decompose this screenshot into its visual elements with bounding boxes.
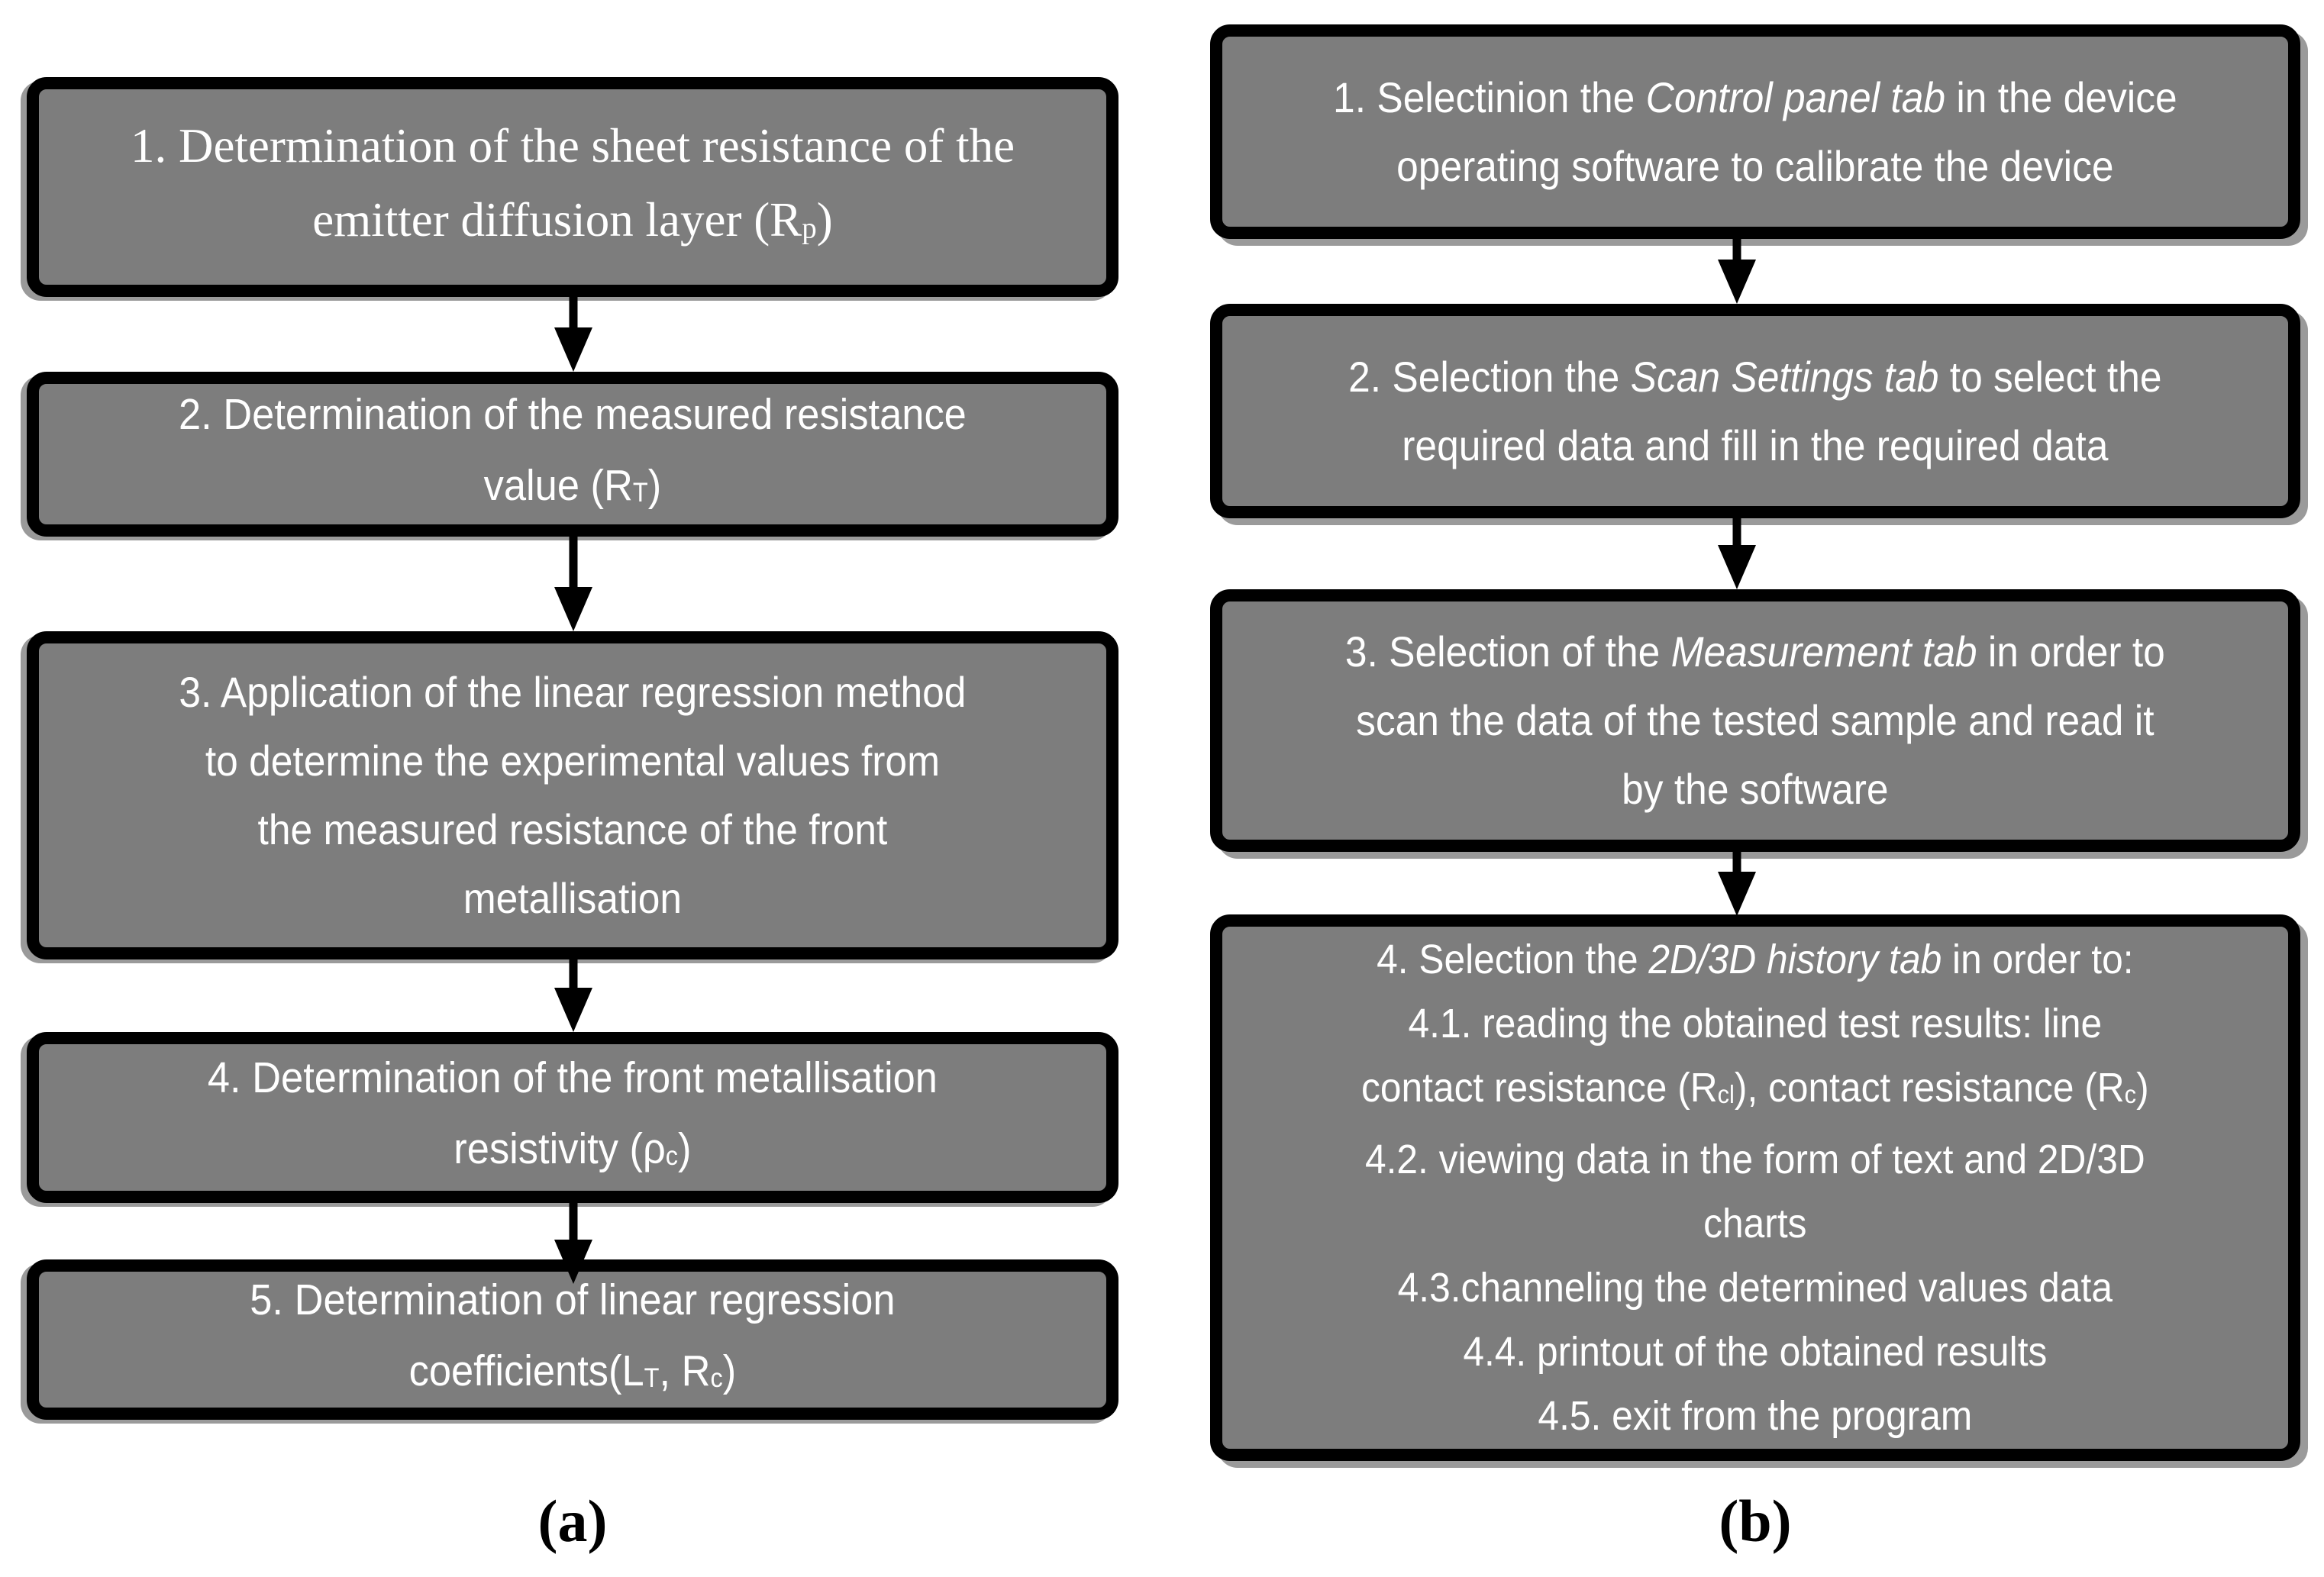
down-arrow-icon xyxy=(554,959,592,1032)
step-text: 5. Determination of linear regression coe… xyxy=(42,1265,1102,1414)
text-line: 1. Selectinion the Control panel tab in … xyxy=(1333,73,2177,121)
panel-b-step-4-box: 4. Selection the 2D/3D history tab in or… xyxy=(1210,914,2300,1461)
arrow-stem xyxy=(1732,518,1741,547)
panel-b-step-3-box: 3. Selection of the Measurement tab in o… xyxy=(1210,589,2300,852)
arrow-stem xyxy=(1732,852,1741,873)
text-line: 4.5. exit from the program xyxy=(1538,1393,1973,1439)
panel-a-step-1-box: 1. Determination of the sheet resistance… xyxy=(27,77,1118,297)
arrow-head xyxy=(1718,545,1756,589)
text-line: 4. Selection the 2D/3D history tab in or… xyxy=(1377,937,2134,982)
text-line: coefficients(LT, Rc) xyxy=(408,1346,737,1396)
down-arrow-icon xyxy=(1718,518,1756,589)
arrow-stem xyxy=(569,537,578,589)
panel-a-step-4-box: 4. Determination of the front metallisat… xyxy=(27,1032,1118,1203)
text-line: 4.4. printout of the obtained results xyxy=(1463,1329,2048,1375)
text-line: contact resistance (Rcl), contact resist… xyxy=(1361,1065,2149,1111)
text-line: by the software xyxy=(1622,765,1889,813)
panel-b-step-1-box: 1. Selectinion the Control panel tab in … xyxy=(1210,24,2300,239)
arrow-head xyxy=(554,327,592,372)
text-line: value (RT) xyxy=(483,461,662,511)
panel-a-step-3-box: 3. Application of the linear regression … xyxy=(27,631,1118,959)
text-line: 3. Application of the linear regression … xyxy=(179,668,967,716)
panel-b-step-2-box: 2. Selection the Scan Settings tab to se… xyxy=(1210,304,2300,518)
arrow-head xyxy=(554,1240,592,1284)
text-line: required data and fill in the required d… xyxy=(1402,421,2109,469)
figure-label-b: (b) xyxy=(1719,1488,1792,1554)
panel-a-step-2-box: 2. Determination of the measured resista… xyxy=(27,372,1118,537)
step-text: 1. Selectinion the Control panel tab in … xyxy=(1225,63,2284,201)
down-arrow-icon xyxy=(554,537,592,631)
text-line: 5. Determination of linear regression xyxy=(250,1275,896,1325)
step-text: 3. Application of the linear regression … xyxy=(42,658,1102,933)
text-line: 1. Determination of the sheet resistance… xyxy=(130,118,1015,173)
text-line: resistivity (ρc) xyxy=(454,1124,692,1174)
arrow-head xyxy=(554,988,592,1032)
step-text: 3. Selection of the Measurement tab in o… xyxy=(1225,618,2284,824)
step-text: 4. Determination of the front metallisat… xyxy=(42,1043,1102,1192)
text-line: scan the data of the tested sample and r… xyxy=(1356,696,2155,744)
step-text: 1. Determination of the sheet resistance… xyxy=(39,109,1106,265)
arrow-stem xyxy=(569,1203,578,1241)
arrow-head xyxy=(1718,872,1756,916)
text-line: operating software to calibrate the devi… xyxy=(1396,141,2114,190)
text-line: the measured resistance of the front xyxy=(257,805,888,853)
text-line: metallisation xyxy=(463,874,683,922)
arrow-stem xyxy=(569,297,578,329)
down-arrow-icon xyxy=(1718,239,1756,304)
text-line: 3. Selection of the Measurement tab in o… xyxy=(1345,627,2165,676)
panel-a-step-5-box: 5. Determination of linear regression coe… xyxy=(27,1259,1118,1420)
text-line: 4.2. viewing data in the form of text an… xyxy=(1365,1137,2145,1182)
text-line: to determine the experimental values fro… xyxy=(205,737,941,785)
text-line: 2. Selection the Scan Settings tab to se… xyxy=(1348,352,2162,401)
arrow-head xyxy=(1718,260,1756,304)
text-line: 4.1. reading the obtained test results: … xyxy=(1408,1001,2103,1046)
arrow-head xyxy=(554,587,592,631)
down-arrow-icon xyxy=(554,297,592,372)
arrow-stem xyxy=(1732,239,1741,261)
step-text: 4. Selection the 2D/3D history tab in or… xyxy=(1225,927,2284,1448)
step-text: 2. Determination of the measured resista… xyxy=(42,379,1102,528)
step-text: 2. Selection the Scan Settings tab to se… xyxy=(1225,343,2284,480)
arrow-stem xyxy=(569,959,578,989)
text-line: 4. Determination of the front metallisat… xyxy=(207,1053,938,1103)
text-line: 2. Determination of the measured resista… xyxy=(179,390,967,440)
text-line: 4.3.channeling the determined values dat… xyxy=(1397,1265,2113,1311)
figure-label-a: (a) xyxy=(537,1488,608,1554)
text-line: charts xyxy=(1703,1201,1807,1246)
text-line: emitter diffusion layer (Rp) xyxy=(312,192,833,247)
down-arrow-icon xyxy=(554,1203,592,1284)
down-arrow-icon xyxy=(1718,852,1756,916)
